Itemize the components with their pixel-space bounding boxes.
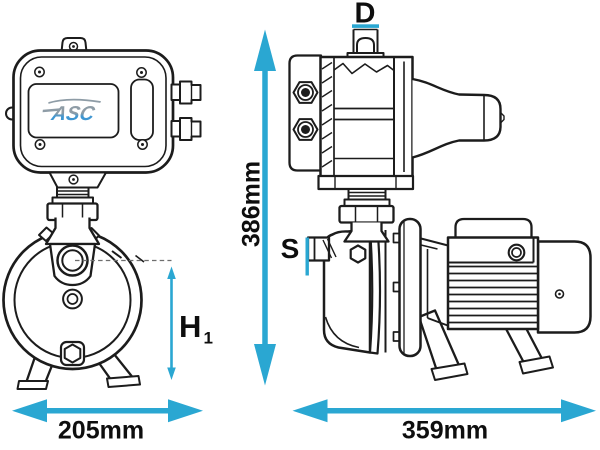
controller-handle [412, 77, 502, 159]
h1-dimension-subscript: 1 [204, 329, 213, 348]
total-height-label: 386mm [238, 161, 266, 247]
volute-front-rim [368, 227, 382, 355]
center-port [62, 288, 83, 310]
asc-logo: ASC [42, 98, 101, 125]
outlet-pipe [352, 29, 379, 54]
cable-gland-bottom [170, 117, 202, 141]
front-left-foot [16, 380, 49, 390]
motor-end-cap [536, 240, 592, 334]
controller-housing-inner-line [19, 56, 167, 168]
side-front-foot [430, 362, 469, 381]
pump-side-view [288, 28, 592, 381]
side-length-arrow [292, 399, 596, 423]
logo-text: ASC [49, 103, 97, 125]
controller-base-plate [317, 174, 415, 191]
drain-plug-hex [63, 343, 82, 364]
motor-cooling-fins [448, 265, 538, 324]
suction-diameter-label: S [281, 233, 300, 264]
suction-inlet [306, 236, 331, 262]
terminal-box-edge [448, 237, 535, 264]
s-extent-line [305, 237, 309, 276]
mounting-flange [398, 217, 422, 358]
side-rear-foot [518, 355, 554, 375]
gland-plate-side [288, 54, 323, 172]
front-width-label: 205mm [58, 417, 144, 445]
corner-screws [34, 66, 148, 150]
pump-front-view: ASC [2, 37, 202, 390]
motor-top-cover [454, 217, 533, 238]
inlet-collar-front [44, 217, 101, 246]
h1-arrow [167, 266, 176, 380]
priming-plug-hex [349, 244, 367, 264]
threaded-connector-front [46, 186, 99, 222]
inlet-collar-side [343, 222, 390, 243]
total-height-arrow [254, 29, 276, 386]
terminal-gland [507, 243, 526, 262]
front-width-arrow [12, 399, 203, 423]
logo-swoosh [48, 98, 101, 104]
front-right-foot [106, 375, 141, 388]
dimension-annotations: H 1 205mm 386mm D S 359mm [12, 0, 596, 445]
controller-side-panel [130, 78, 154, 141]
cable-gland-top [170, 80, 202, 105]
gland-hex-top [292, 81, 319, 104]
pump-body-side [306, 217, 592, 381]
controller-front: ASC [5, 37, 202, 222]
h1-dimension-label: H [179, 309, 201, 344]
gland-hex-bottom [292, 118, 319, 141]
side-length-label: 359mm [402, 417, 488, 445]
threaded-connector-side [338, 188, 395, 224]
controller-front-panel [27, 83, 120, 139]
d-extent-line [352, 24, 379, 28]
outlet-diameter-label: D [355, 0, 376, 30]
controller-body-side [319, 55, 414, 178]
controller-side [288, 28, 505, 224]
pump-tank-front [2, 217, 145, 390]
